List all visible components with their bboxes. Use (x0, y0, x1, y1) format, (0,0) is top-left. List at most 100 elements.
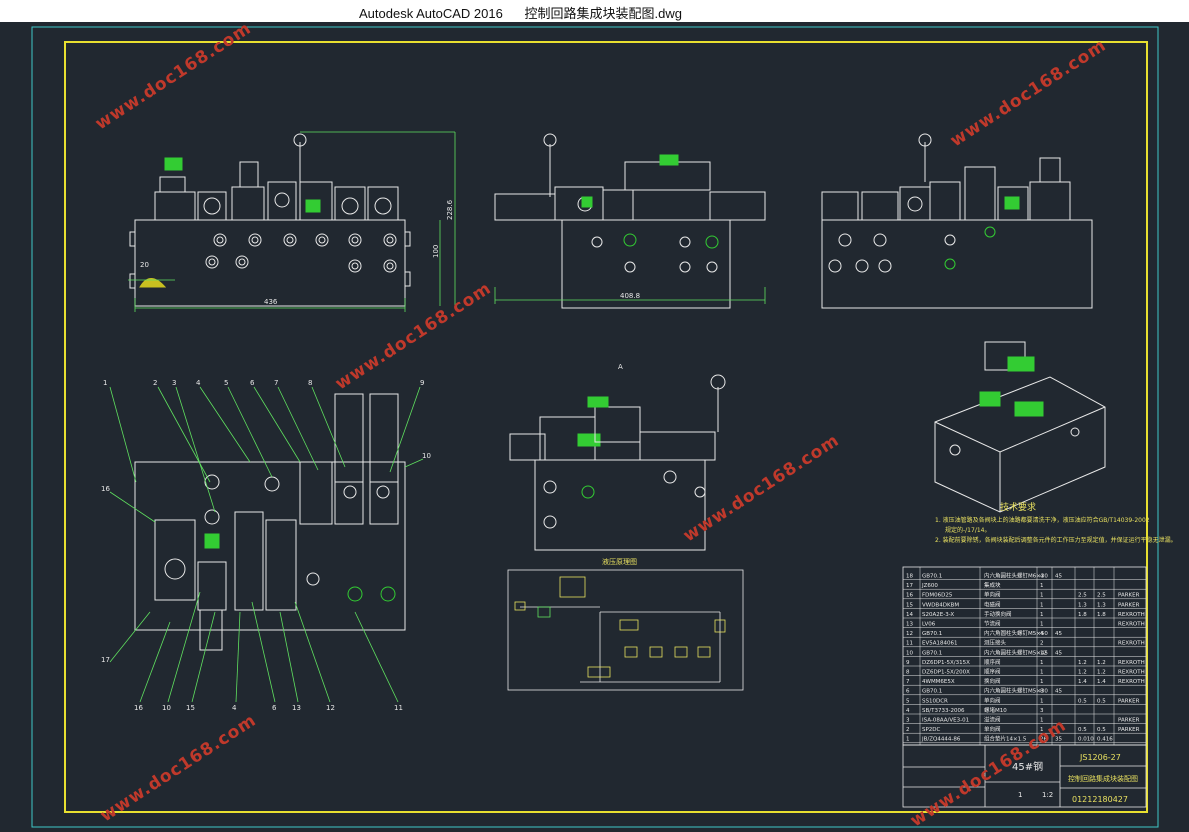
bom-cell-code: GB70.1 (922, 631, 942, 637)
bom-cell-code: 4WMM6E5X (922, 679, 955, 685)
bom-cell-mat: 45 (1055, 574, 1062, 580)
bom-cell-name: 内六角圆柱头螺钉M6×30 (984, 572, 1048, 580)
bom-cell-code: GB70.1 (922, 650, 942, 656)
side-view-dimensions (494, 287, 766, 304)
hydraulic-schematic[interactable] (514, 576, 726, 683)
bom-cell-code: FDM06D25 (922, 593, 953, 599)
bom-cell-note: PARKER (1118, 602, 1140, 608)
bom-cell-w1: 0.010 (1078, 737, 1094, 743)
bom-cell-no: 17 (906, 583, 913, 589)
view-a[interactable] (509, 374, 726, 551)
front-view-dimensions (128, 131, 456, 312)
bom-cell-no: 2 (906, 727, 910, 733)
bom-cell-note: REXROTH (1118, 641, 1145, 647)
dim-front-height: 100 (432, 245, 440, 258)
svg-text:3: 3 (172, 379, 176, 387)
title-material: 45#钢 (1012, 760, 1043, 773)
bom-cell-note: PARKER (1118, 718, 1140, 724)
bom-cell-name: 内六角圆柱头螺钉M5×45 (984, 648, 1048, 656)
svg-text:2: 2 (153, 379, 157, 387)
side-view[interactable] (494, 133, 766, 309)
svg-text:13: 13 (292, 704, 301, 712)
bom-cell-code: ISA-08AA/VE3-01 (922, 718, 969, 724)
bom-cell-name: 内六角圆柱头螺钉M5×30 (984, 687, 1048, 695)
bom-cell-w1: 2.5 (1078, 593, 1087, 599)
bom-cell-qty: 1 (1040, 602, 1044, 608)
plan-view[interactable] (134, 393, 406, 651)
bom-cell-w2: 2.5 (1097, 593, 1106, 599)
bom-cell-name: 顺序阀 (984, 658, 1001, 666)
bom-cell-no: 16 (906, 593, 913, 599)
title-scale: 1:2 (1042, 791, 1053, 799)
bom-cell-name: 顺序阀 (984, 668, 1001, 676)
bom-cell-no: 13 (906, 622, 913, 628)
bom-cell-code: JZ600 (921, 583, 938, 589)
bom-cell-w2: 0.5 (1097, 727, 1106, 733)
dim-front-width: 436 (264, 298, 278, 306)
bom-cell-code: VWDB4DKBM (922, 602, 959, 608)
svg-text:4: 4 (196, 379, 201, 387)
bom-cell-code: S20A2E-3-X (922, 612, 954, 618)
bom-cell-no: 8 (906, 670, 910, 676)
bom-cell-w1: 1.8 (1078, 612, 1087, 618)
bom-cell-code: GB70.1 (922, 574, 942, 580)
svg-text:5: 5 (224, 379, 228, 387)
svg-text:15: 15 (186, 704, 195, 712)
bom-cell-qty: 1 (1040, 698, 1044, 704)
bom-cell-qty: 12 (1040, 650, 1047, 656)
svg-text:www.doc168.com: www.doc168.com (332, 278, 495, 394)
bom-cell-no: 3 (906, 718, 910, 724)
bom-cell-qty: 1 (1040, 727, 1044, 733)
tech-requirements-title: 技术要求 (1000, 501, 1036, 513)
svg-text:10: 10 (162, 704, 171, 712)
bom-cell-name: 换向阀 (984, 677, 1001, 685)
cad-drawing-canvas[interactable]: 436 100 228.6 20 408.8 (0, 22, 1189, 832)
bom-cell-name: 集成块 (984, 581, 1001, 589)
bom-cell-code: SB/T3733-2006 (922, 708, 965, 714)
bom-cell-w2: 1.2 (1097, 670, 1106, 676)
svg-text:6: 6 (250, 379, 255, 387)
bom-cell-name: 测压接头 (984, 639, 1007, 647)
bom-cell-w2: 1.2 (1097, 660, 1106, 666)
bom-cell-w2: 1.3 (1097, 602, 1106, 608)
svg-text:www.doc168.com: www.doc168.com (680, 430, 843, 546)
title-block[interactable] (902, 744, 1147, 808)
rear-view[interactable] (821, 133, 1093, 309)
bom-cell-no: 18 (906, 574, 913, 580)
bom-cell-note: REXROTH (1118, 612, 1145, 618)
balloon-labels: 1 2 3 4 5 6 7 8 9 10 16 17 16 10 15 4 6 … (101, 379, 431, 712)
bom-cell-name: 螺堵M10 (984, 706, 1007, 714)
bom-cell-qty: 26 (1040, 737, 1047, 743)
bom-cell-note: PARKER (1118, 727, 1140, 733)
bom-cell-note: PARKER (1118, 593, 1140, 599)
bom-cell-note: REXROTH (1118, 670, 1145, 676)
svg-text:9: 9 (420, 379, 424, 387)
bom-cell-qty: 1 (1040, 670, 1044, 676)
svg-text:16: 16 (101, 485, 110, 493)
svg-text:6: 6 (272, 704, 277, 712)
title-student-no: 01212180427 (1072, 795, 1128, 804)
bom-cell-no: 14 (906, 612, 913, 618)
bom-cell-name: 组合垫片14×1.5 (984, 735, 1027, 743)
bom-cell-qty: 3 (1040, 708, 1044, 714)
bom-cell-mat: 45 (1055, 650, 1062, 656)
title-sheet: 1 (1018, 791, 1022, 799)
isometric-view[interactable] (934, 341, 1106, 513)
bom-cell-name: 单向阀 (984, 591, 1001, 599)
front-view[interactable] (129, 133, 411, 307)
sheet-frame-border (64, 41, 1148, 813)
bom-cell-no: 6 (906, 689, 910, 695)
bom-cell-name: 单向阀 (984, 696, 1001, 704)
